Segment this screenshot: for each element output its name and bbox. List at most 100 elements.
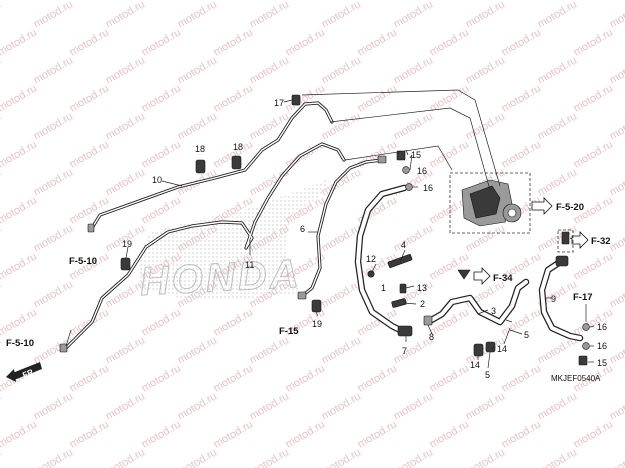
watermark-text: motod.ru [248,54,292,86]
bolt-12 [367,270,375,278]
watermark-text: motod.ru [32,54,76,86]
watermark-text: motod.ru [0,306,39,338]
part-number: 16 [423,183,433,193]
watermark-text: motod.ru [140,82,184,114]
watermark-text: motod.ru [68,26,112,58]
stipple-shape [138,178,330,298]
watermark-text: motod.ru [428,306,472,338]
watermark-text: motod.ru [104,110,148,142]
watermark-text: motod.ru [320,0,364,31]
bolt-13 [399,283,407,294]
ref-f-15: F-15 [279,326,299,337]
bolt-15-top [396,150,406,161]
watermark-text: motod.ru [68,0,112,3]
watermark-text: motod.ru [572,418,616,450]
watermark-text: motod.ru [68,418,112,450]
watermark-text: motod.ru [176,390,220,422]
watermark-text: motod.ru [284,26,328,58]
part-number: 5 [485,370,490,380]
watermark-text: motod.ru [0,222,3,254]
ref-f-5-10-top: F-5-10 [69,256,97,267]
watermark-text: motod.ru [212,0,256,3]
watermark-text: motod.ru [68,138,112,170]
part-number: 16 [597,322,607,332]
watermark-text: motod.ru [608,166,625,198]
part-number: 12 [366,254,376,264]
watermark-text: motod.ru [248,0,292,31]
watermark-text: motod.ru [608,390,625,422]
frame-f-32 [557,229,574,253]
part-number: 18 [195,144,205,154]
watermark-text: motod.ru [140,26,184,58]
clamp-2 [391,298,407,308]
part-number: 5 [524,330,529,340]
part-number: 9 [551,294,556,304]
watermark-text: motod.ru [392,446,436,468]
part-number: 16 [597,341,607,351]
watermark-text: motod.ru [32,334,76,366]
watermark-text: motod.ru [500,26,544,58]
watermark-text: motod.ru [428,418,472,450]
watermark-text: motod.ru [176,0,220,31]
watermark-text: motod.ru [428,362,472,394]
watermark-text: motod.ru [536,0,580,31]
watermark-text: motod.ru [572,26,616,58]
watermark-text: motod.ru [212,362,256,394]
watermark-text: motod.ru [356,26,400,58]
watermark-text: motod.ru [0,166,3,198]
ref-f-5-20: F-5-20 [556,202,584,213]
watermark-text: motod.ru [248,110,292,142]
watermark-text: motod.ru [608,110,625,142]
joint-6-top [377,155,387,164]
watermark-text: motod.ru [0,0,3,31]
watermark-text: motod.ru [608,0,625,31]
ref-f-5-10-bottom: F-5-10 [6,338,34,349]
washer-16-d [582,342,590,350]
pipe-end-top-left [87,223,95,233]
watermark-text: motod.ru [572,250,616,282]
watermark-text: motod.ru [392,54,436,86]
watermark-text: motod.ru [68,362,112,394]
washer-16-c [582,323,590,331]
part-number: 15 [411,150,421,160]
watermark-text: motod.ru [284,362,328,394]
abs-modulator [461,179,522,227]
watermark-text: motod.ru [500,418,544,450]
fitting-7 [397,325,413,337]
part-number: 10 [152,175,162,185]
part-number: 16 [417,166,427,176]
watermark-text: motod.ru [68,194,112,226]
part-number: 14 [470,360,480,370]
brand-watermark: HONDA [139,252,303,304]
arrow-f-32 [571,231,589,249]
pipe-10 [90,101,334,230]
ref-f-34: F-34 [493,273,513,284]
watermark-text: motod.ru [248,334,292,366]
watermark-text: motod.ru [140,362,184,394]
clamp-19-right [311,299,322,313]
watermark-text: motod.ru [284,82,328,114]
part-number: 2 [420,299,425,309]
arrow-f-34 [473,267,491,285]
watermark-text: motod.ru [464,0,508,31]
watermark-text: motod.ru [140,306,184,338]
watermark-text: motod.ru [248,390,292,422]
arrow-f-5-20 [531,197,553,215]
watermark-text: motod.ru [572,138,616,170]
watermark-text: motod.ru [392,110,436,142]
watermark-text: motod.ru [320,390,364,422]
watermark-text: motod.ru [0,446,3,468]
watermark-text: motod.ru [0,278,3,310]
watermark-text: motod.ru [464,446,508,468]
joint-6-bottom [297,291,307,300]
watermark-text: motod.ru [536,446,580,468]
part-number: 8 [429,332,434,342]
front-direction-indicator: FR. [6,362,42,382]
watermark-text: motod.ru [176,446,220,468]
watermark-text: motod.ru [608,54,625,86]
watermark-text: motod.ru [104,0,148,31]
watermark-text: motod.ru [356,418,400,450]
watermark-text: motod.ru [68,82,112,114]
clamp-14-a [473,343,484,357]
